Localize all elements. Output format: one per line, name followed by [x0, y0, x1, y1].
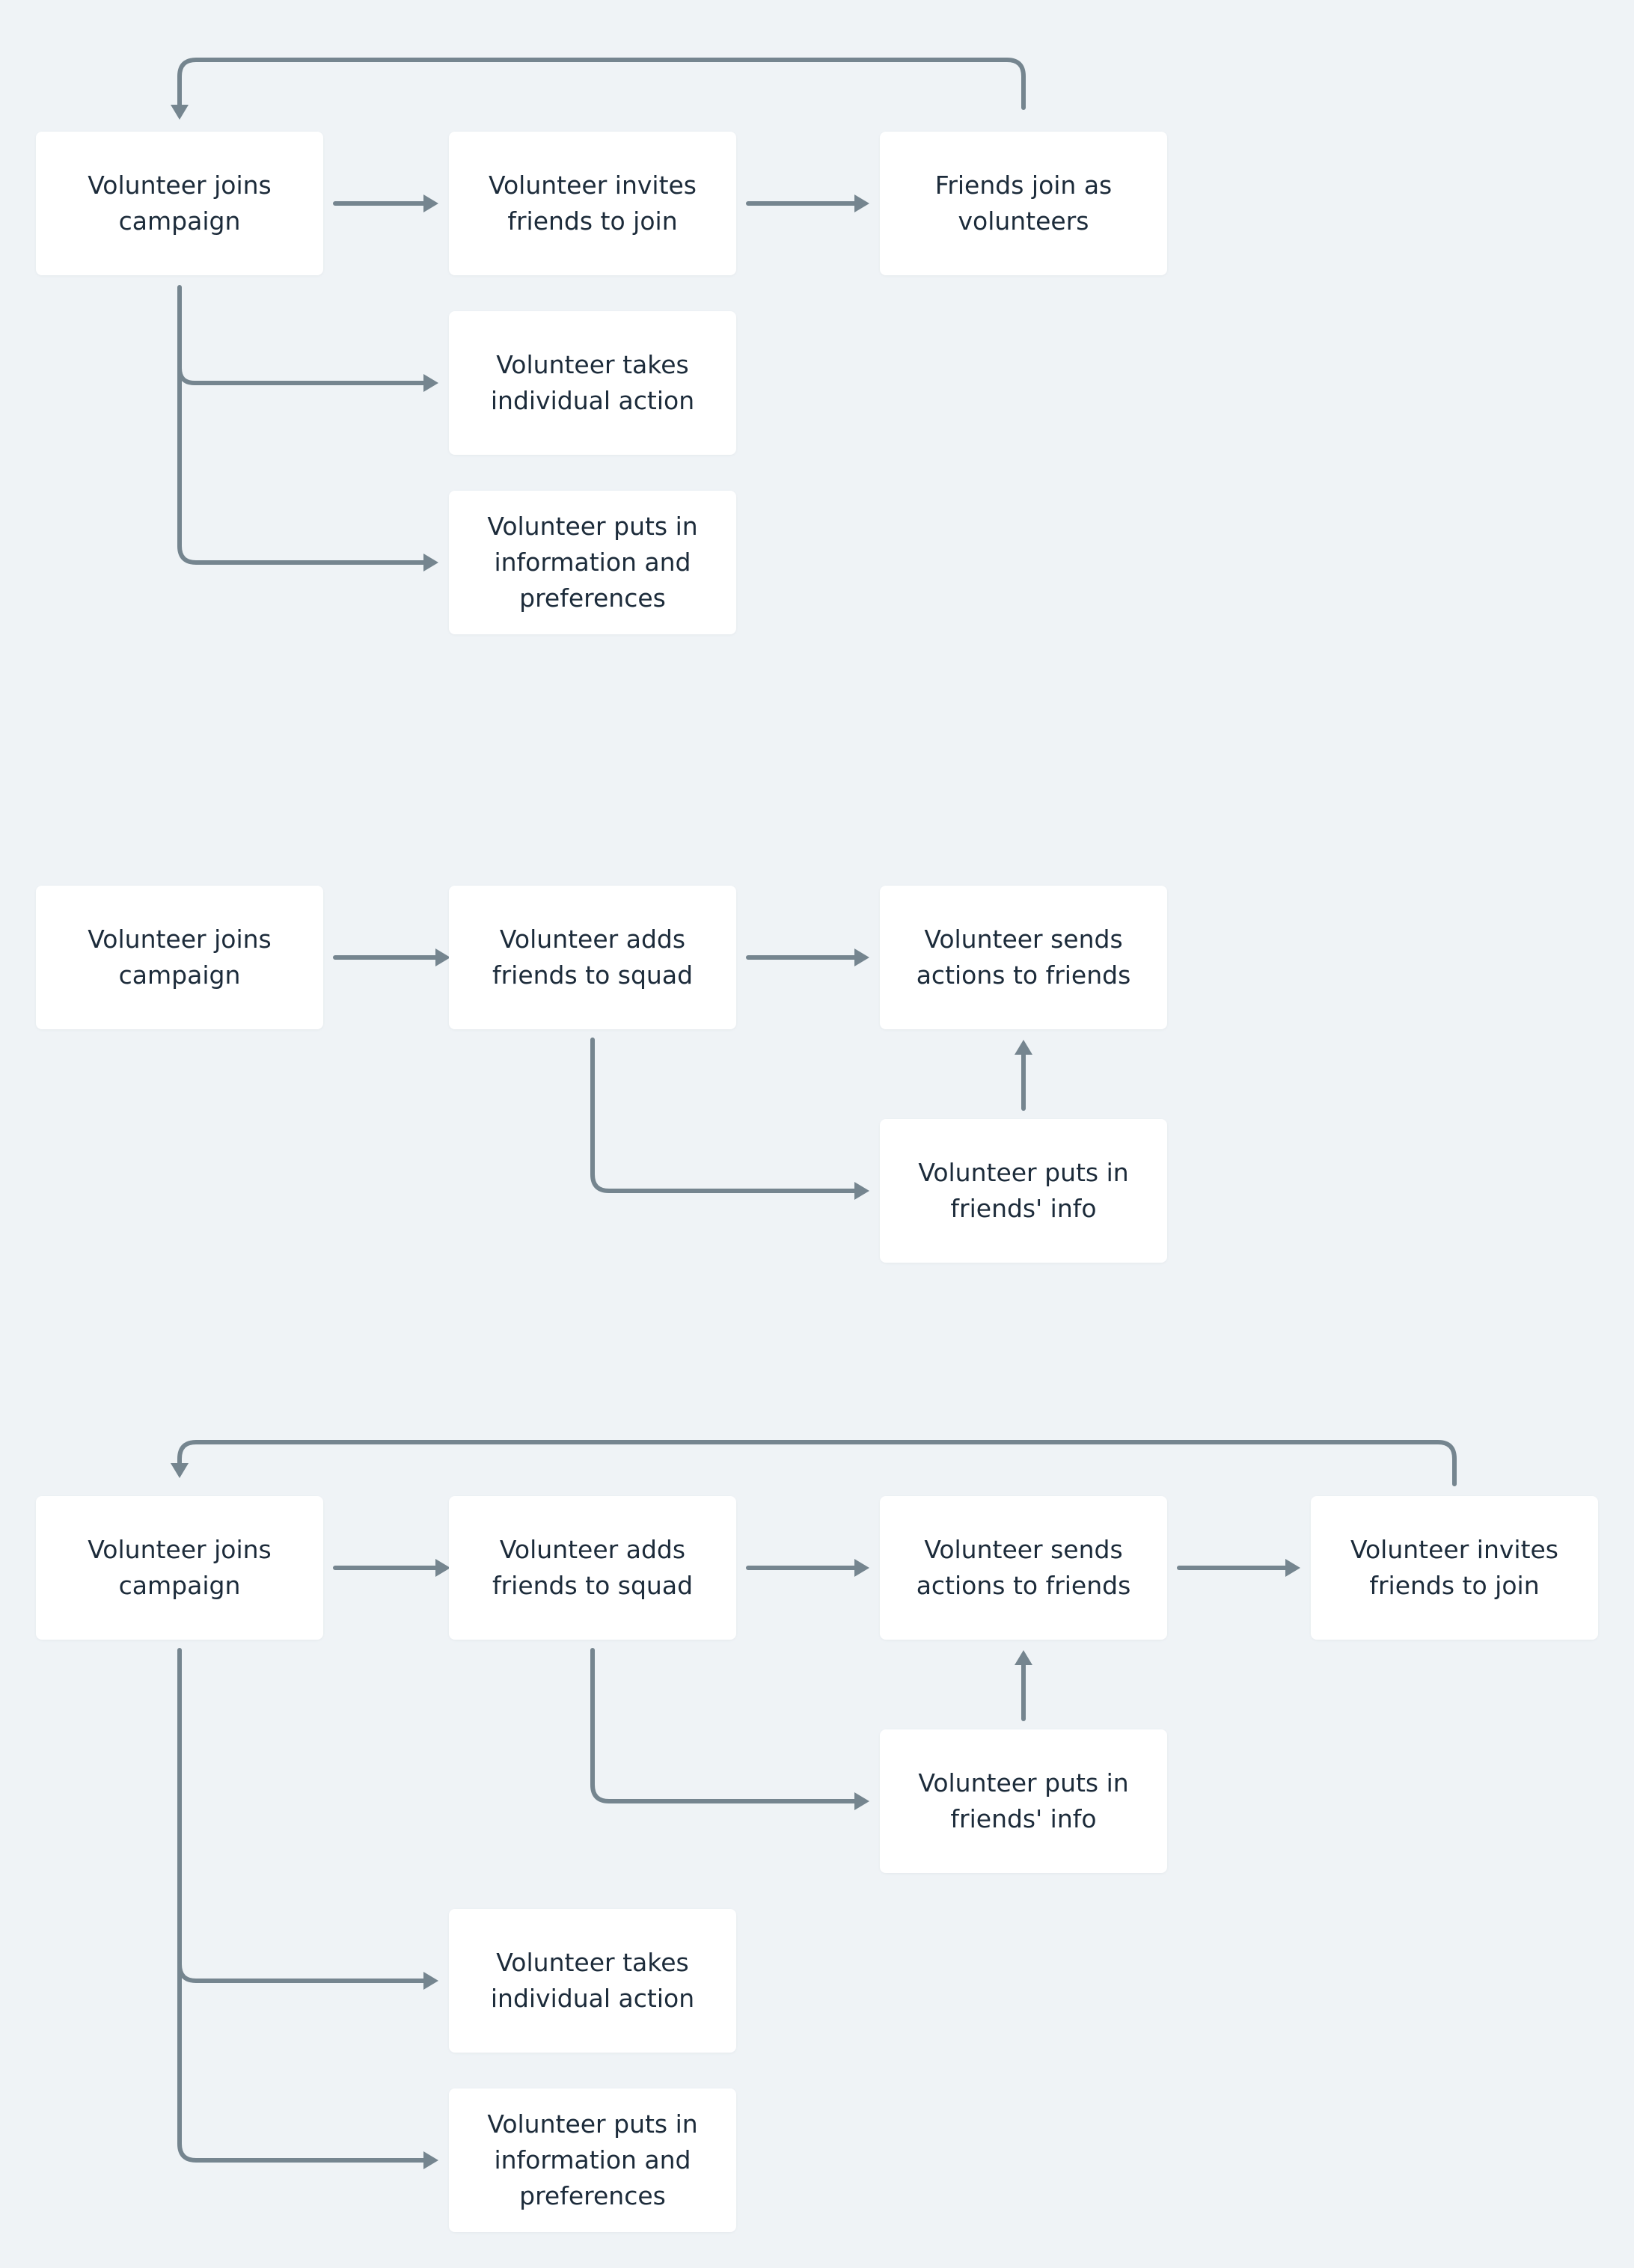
arrow-joins-to-invites: [333, 194, 438, 212]
node-label: Volunteer invites friends to join: [1350, 1535, 1559, 1600]
node-label: Volunteer joins campaign: [88, 1535, 272, 1600]
node-volunteer-sends-actions[interactable]: Volunteer sends actions to friends: [880, 886, 1167, 1029]
node-label: Volunteer sends actions to friends: [916, 1535, 1131, 1600]
arrow-adds-squad-to-sends-actions: [746, 948, 869, 966]
node-label: Volunteer joins campaign: [88, 925, 272, 990]
branch-arrow-joins-to-individual-action: [177, 1648, 438, 1990]
node-volunteer-sends-actions[interactable]: Volunteer sends actions to friends: [880, 1496, 1167, 1640]
node-label: Volunteer puts in friends' info: [918, 1158, 1129, 1223]
arrow-joins-to-adds-squad: [333, 948, 450, 966]
node-label: Volunteer sends actions to friends: [916, 925, 1131, 990]
node-volunteer-takes-individual-action[interactable]: Volunteer takes individual action: [449, 311, 736, 455]
node-volunteer-adds-friends-to-squad[interactable]: Volunteer adds friends to squad: [449, 886, 736, 1029]
node-label: Friends join as volunteers: [934, 171, 1113, 236]
node-volunteer-invites-friends[interactable]: Volunteer invites friends to join: [1311, 1496, 1598, 1640]
arrow-friends-info-to-sends-actions: [1015, 1650, 1032, 1721]
diagram-1-connectors: [171, 58, 1026, 571]
arrow-invites-to-friends-join: [746, 194, 869, 212]
node-label: Volunteer joins campaign: [88, 171, 272, 236]
node-volunteer-joins-campaign[interactable]: Volunteer joins campaign: [36, 886, 323, 1029]
node-volunteer-invites-friends[interactable]: Volunteer invites friends to join: [449, 132, 736, 275]
node-label: Volunteer puts in friends' info: [918, 1768, 1129, 1833]
node-volunteer-joins-campaign[interactable]: Volunteer joins campaign: [36, 1496, 323, 1640]
node-label: Volunteer takes individual action: [490, 350, 695, 415]
node-friends-join-as-volunteers[interactable]: Friends join as volunteers: [880, 132, 1167, 275]
arrow-sends-actions-to-invites: [1177, 1559, 1300, 1577]
loop-arrow-friends-join-to-joins: [171, 58, 1026, 120]
elbow-arrow-adds-squad-to-friends-info: [590, 1038, 869, 1200]
node-volunteer-takes-individual-action[interactable]: Volunteer takes individual action: [449, 1909, 736, 2053]
arrow-friends-info-to-sends-actions: [1015, 1040, 1032, 1111]
node-volunteer-puts-in-information[interactable]: Volunteer puts in information and prefer…: [449, 491, 736, 634]
loop-arrow-invites-to-joins: [171, 1440, 1457, 1486]
node-volunteer-joins-campaign[interactable]: Volunteer joins campaign: [36, 132, 323, 275]
node-label: Volunteer puts in information and prefer…: [487, 2109, 698, 2210]
node-volunteer-puts-in-friends-info[interactable]: Volunteer puts in friends' info: [880, 1729, 1167, 1873]
diagram-2-connectors: [333, 948, 1032, 1200]
branch-arrow-joins-to-individual-action: [177, 285, 438, 392]
node-volunteer-adds-friends-to-squad[interactable]: Volunteer adds friends to squad: [449, 1496, 736, 1640]
arrow-adds-squad-to-sends-actions: [746, 1559, 869, 1577]
branch-arrow-joins-to-info-prefs: [177, 366, 438, 571]
node-label: Volunteer adds friends to squad: [492, 1535, 694, 1600]
node-volunteer-puts-in-friends-info[interactable]: Volunteer puts in friends' info: [880, 1119, 1167, 1263]
node-volunteer-puts-in-information[interactable]: Volunteer puts in information and prefer…: [449, 2088, 736, 2232]
node-label: Volunteer adds friends to squad: [492, 925, 694, 990]
diagram-3-connectors: [171, 1440, 1457, 2169]
elbow-arrow-adds-squad-to-friends-info: [590, 1648, 869, 1810]
node-label: Volunteer puts in information and prefer…: [487, 512, 698, 613]
node-label: Volunteer invites friends to join: [488, 171, 697, 236]
node-label: Volunteer takes individual action: [490, 1948, 695, 2013]
branch-arrow-joins-to-info-prefs: [177, 1962, 438, 2169]
arrow-joins-to-adds-squad: [333, 1559, 450, 1577]
